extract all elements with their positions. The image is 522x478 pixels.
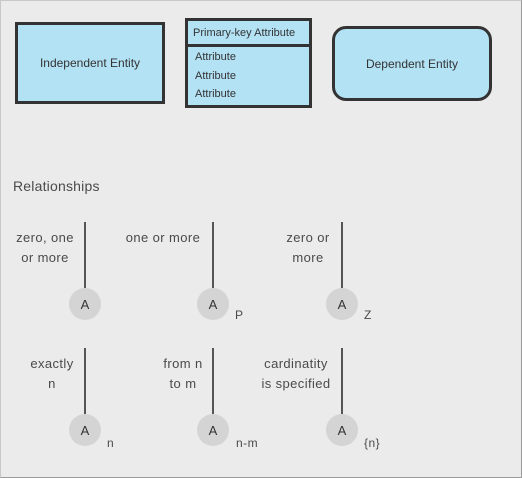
relationship-symbol-n-m: n-m: [236, 436, 259, 450]
label-line: one or more: [125, 230, 201, 245]
relationship-symbol-cardinality: {n}: [364, 436, 381, 450]
attribute: Attribute: [195, 69, 236, 82]
relationship-label-from-n-to-m: from n to m: [152, 354, 214, 394]
relationship-line: [212, 348, 214, 414]
relationship-node: A: [69, 414, 101, 446]
relationship-line: [341, 222, 343, 288]
dependent-entity: Dependent Entity: [332, 26, 492, 101]
attribute-list: Attribute Attribute Attribute: [188, 47, 309, 104]
relationship-node: A: [197, 288, 229, 320]
relationship-node: A: [326, 288, 358, 320]
relationship-node: A: [197, 414, 229, 446]
relationship-label-zero-one-more: zero, one or more: [5, 228, 85, 268]
relationships-title: Relationships: [13, 178, 100, 194]
label-line: more: [292, 250, 324, 265]
relationship-symbol-n: n: [107, 436, 115, 450]
relationship-label-exactly-n: exactly n: [20, 354, 84, 394]
relationship-symbol-z: Z: [364, 308, 372, 322]
relationship-line: [84, 348, 86, 414]
relationship-label-zero-or-more: zero or more: [272, 228, 344, 268]
entity-with-attributes: Primary-key Attribute Attribute Attribut…: [185, 18, 312, 108]
independent-entity: Independent Entity: [15, 22, 165, 104]
independent-entity-label: Independent Entity: [39, 56, 141, 70]
label-line: exactly: [30, 356, 74, 371]
label-line: to m: [169, 376, 197, 391]
relationship-line: [84, 222, 86, 288]
dependent-entity-label: Dependent Entity: [365, 56, 459, 71]
attribute: Attribute: [195, 88, 236, 100]
relationship-node: A: [326, 414, 358, 446]
primary-key-attribute: Primary-key Attribute: [188, 21, 309, 47]
label-line: zero, one: [16, 230, 74, 245]
label-line: cardinatity: [264, 356, 328, 371]
label-line: zero or: [286, 230, 330, 245]
relationship-node: A: [69, 288, 101, 320]
relationship-symbol-p: P: [235, 308, 244, 322]
relationship-label-one-or-more: one or more: [118, 228, 208, 248]
label-line: or more: [21, 250, 69, 265]
relationship-line: [212, 222, 214, 288]
attribute: Attribute: [195, 51, 236, 63]
label-line: from n: [163, 356, 203, 371]
label-line: is specified: [261, 376, 331, 391]
relationship-line: [341, 348, 343, 414]
label-line: n: [48, 376, 56, 391]
relationship-label-cardinality-specified: cardinatity is specified: [250, 354, 342, 394]
